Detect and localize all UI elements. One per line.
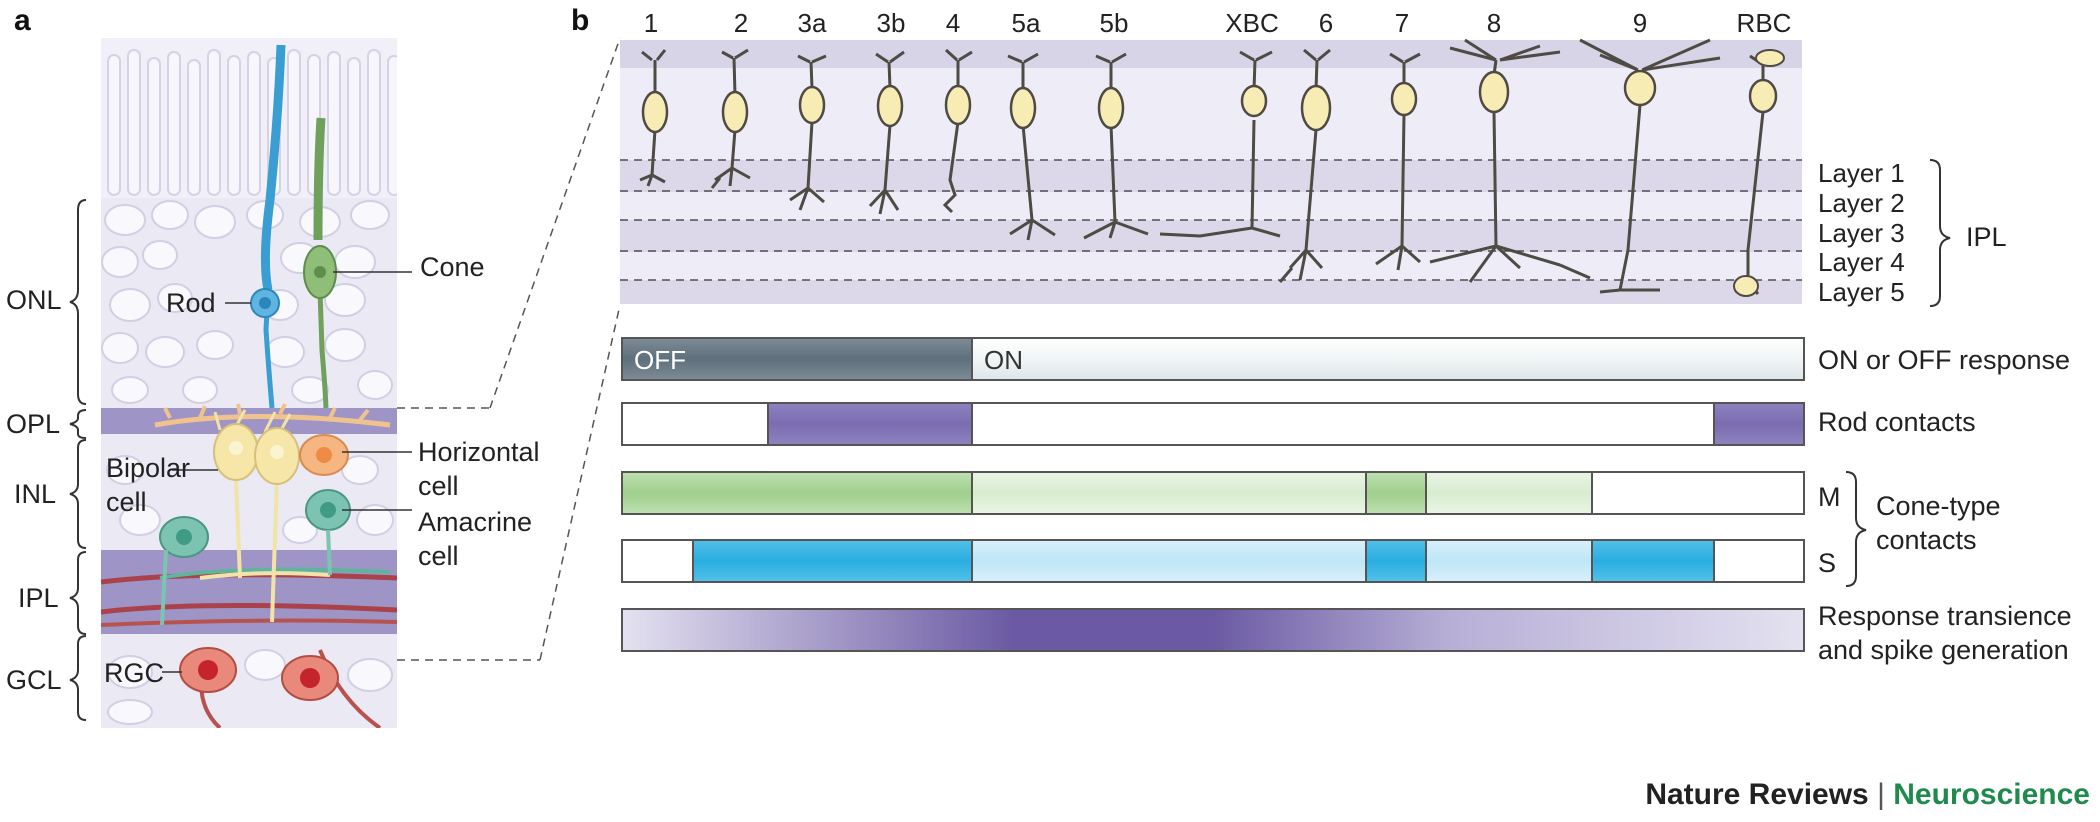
type-label-5a: 5a [1011, 8, 1041, 38]
layer-label-gcl: GCL [6, 665, 62, 695]
type-label-8: 8 [1486, 8, 1502, 38]
type-label-3b: 3b [876, 8, 906, 38]
type-label-7: 7 [1394, 8, 1410, 38]
type-label-3a: 3a [797, 8, 827, 38]
type-label-xbc: XBC [1225, 8, 1279, 38]
ipl-layer-label-4: Layer 4 [1818, 247, 1905, 277]
type-label-rbc: RBC [1736, 8, 1792, 38]
cell-label-cone: Cone [420, 252, 485, 282]
layer-label-onl: ONL [6, 285, 62, 315]
row-label-rod-contacts: Rod contacts [1818, 407, 1976, 437]
ipl-layer-label-3: Layer 3 [1818, 218, 1905, 248]
type-label-4: 4 [945, 8, 961, 38]
panel-letter-a: a [14, 4, 31, 37]
journal-name: Nature Reviews [1645, 778, 1869, 811]
ipl-layer-label-1: Layer 1 [1818, 158, 1905, 188]
type-label-1: 1 [643, 8, 659, 38]
type-label-9: 9 [1632, 8, 1648, 38]
row-label-cone-type-contacts: Cone-type contacts [1876, 491, 2001, 555]
cell-label-rgc: RGC [104, 658, 164, 688]
cone-m-bar [621, 471, 1805, 515]
layer-label-ipl: IPL [18, 583, 59, 613]
row-label-cone-m: M [1818, 482, 1841, 512]
ipl-layer-label-2: Layer 2 [1818, 188, 1905, 218]
ipl-layer-label-5: Layer 5 [1818, 277, 1905, 307]
journal-separator: | [1877, 778, 1885, 811]
cell-label-bipolar: Bipolar cell [106, 453, 191, 517]
type-label-5b: 5b [1099, 8, 1129, 38]
journal-footer: Nature Reviews | Neuroscience [1645, 780, 2090, 810]
on-off-bar [621, 337, 1805, 381]
ipl-label: IPL [1966, 222, 2007, 252]
rod-contacts-bar [621, 402, 1805, 446]
row-label-cone-s: S [1818, 548, 1837, 578]
journal-section: Neuroscience [1893, 778, 2090, 811]
row-label-on-off: ON or OFF response [1818, 345, 2071, 375]
type-label-2: 2 [733, 8, 749, 38]
row-label-transience: Response transience and spike generation [1818, 601, 2072, 665]
cell-label-rod: Rod [166, 288, 216, 318]
panel-letter-b: b [571, 4, 590, 37]
cell-label-horizontal: Horizontal cell [418, 437, 540, 501]
off-bar-text: OFF [634, 345, 686, 375]
layer-label-inl: INL [14, 479, 57, 509]
cone-s-bar [621, 539, 1805, 583]
type-label-6: 6 [1318, 8, 1334, 38]
layer-label-opl: OPL [6, 409, 61, 439]
transience-bar [621, 608, 1805, 652]
cell-label-amacrine: Amacrine cell [418, 507, 533, 571]
on-bar-text: ON [984, 345, 1023, 375]
